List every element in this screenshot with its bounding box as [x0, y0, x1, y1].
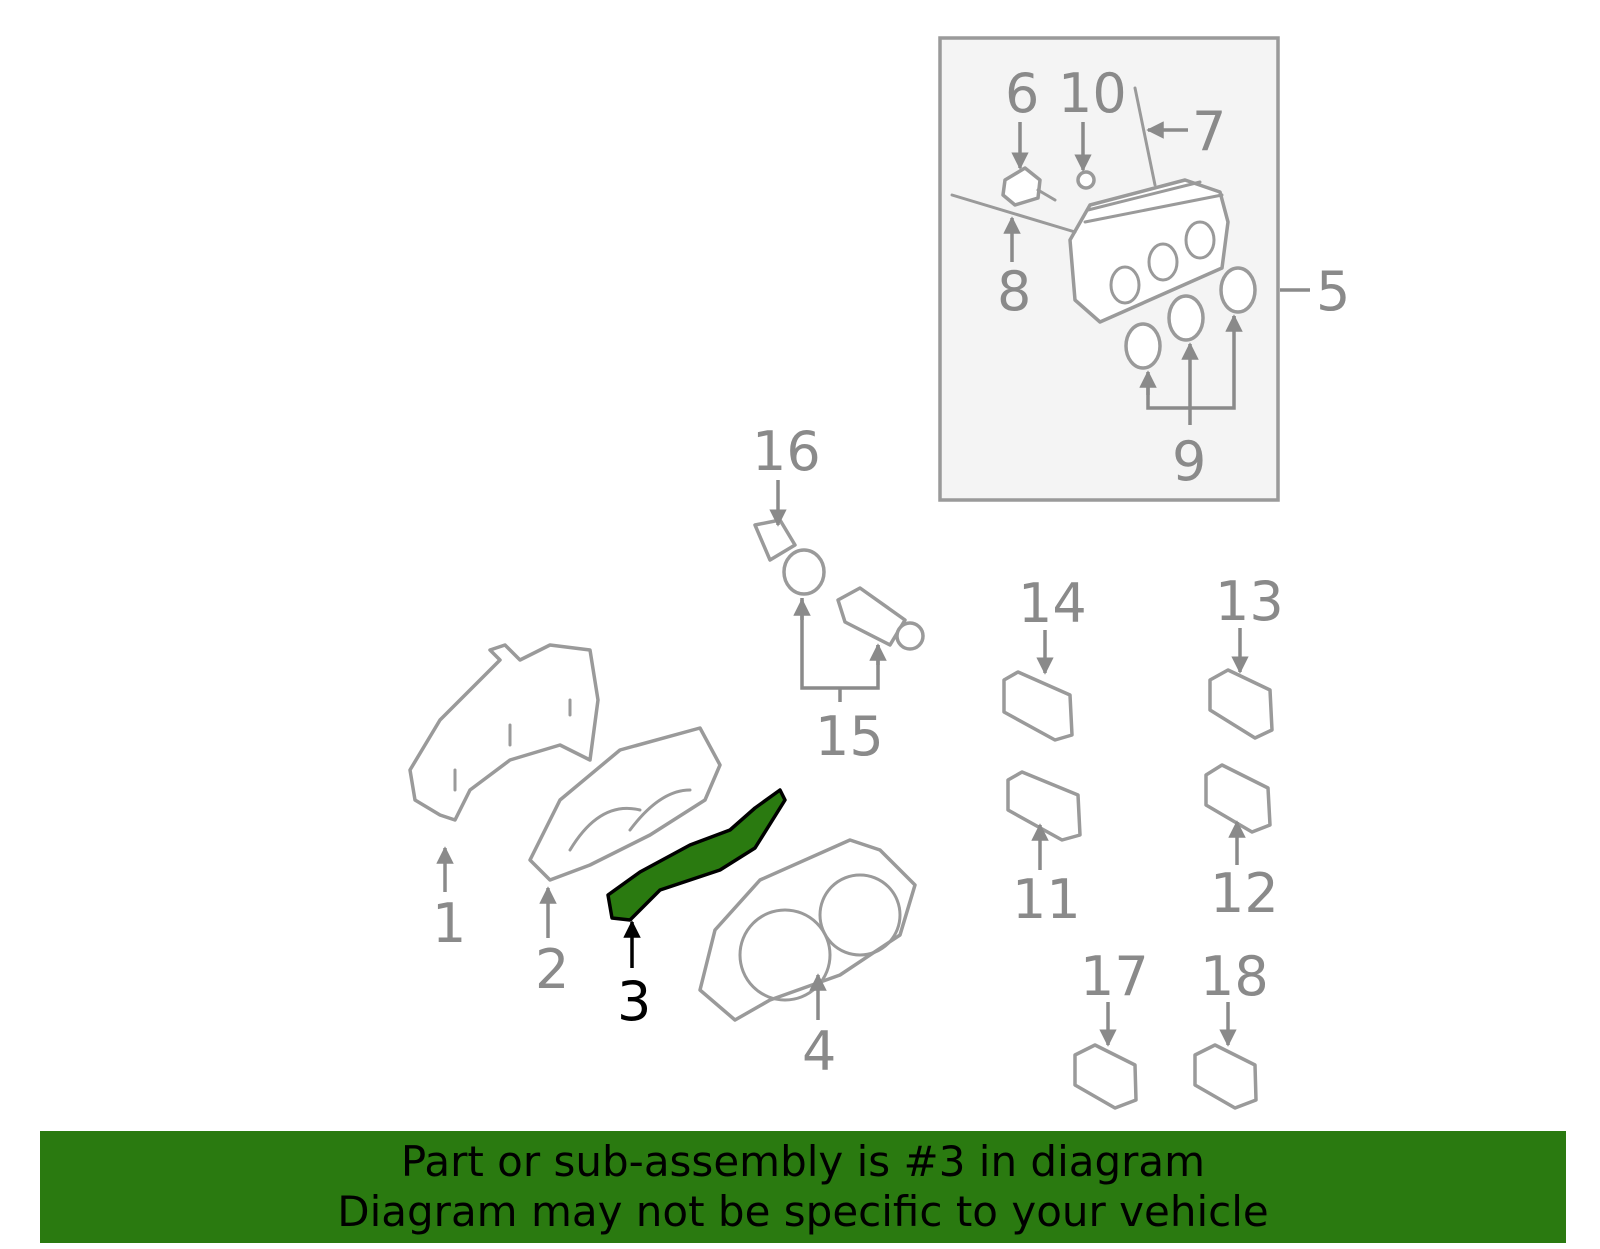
callout-3: 3	[617, 970, 651, 1033]
callout-8: 8	[997, 260, 1031, 323]
callout-4: 4	[802, 1020, 836, 1083]
part-11-switch[interactable]	[1006, 770, 1082, 842]
banner-line-2: Diagram may not be specific to your vehi…	[337, 1187, 1269, 1236]
callout-11: 11	[1012, 868, 1081, 931]
part-9-knobs[interactable]	[1124, 266, 1257, 370]
leader-lines	[436, 121, 1310, 1047]
part-18-switch[interactable]	[1193, 1043, 1258, 1110]
callout-2: 2	[535, 938, 569, 1001]
banner-line-1: Part or sub-assembly is #3 in diagram	[400, 1137, 1206, 1186]
part-13-switch[interactable]	[1208, 668, 1274, 740]
part-3-cluster-lens[interactable]	[606, 788, 787, 922]
callout-18: 18	[1200, 945, 1269, 1008]
part-4-cluster-cover[interactable]	[698, 838, 917, 1022]
part-12-switch[interactable]	[1204, 763, 1272, 834]
callout-9: 9	[1172, 430, 1206, 493]
info-banner: Part or sub-assembly is #3 in diagram Di…	[40, 1131, 1566, 1243]
callout-7: 7	[1192, 100, 1226, 163]
part-2-cluster-backing[interactable]	[528, 726, 722, 882]
part-10-bulb[interactable]	[1076, 170, 1096, 190]
part-15-socket[interactable]	[836, 586, 925, 651]
part-16-socket[interactable]	[753, 518, 826, 596]
part-14-switch[interactable]	[1002, 670, 1074, 742]
callout-6: 6	[1005, 62, 1039, 125]
callout-1: 1	[432, 892, 466, 955]
part-5-climate-control-panel[interactable]	[1068, 178, 1230, 324]
callout-16: 16	[752, 420, 821, 483]
callout-12: 12	[1210, 862, 1279, 925]
part-8-cable[interactable]	[950, 193, 1077, 234]
callout-17: 17	[1080, 945, 1149, 1008]
part-7-cable[interactable]	[1133, 86, 1157, 187]
callout-5: 5	[1316, 260, 1350, 323]
callout-13: 13	[1215, 570, 1284, 633]
callout-14: 14	[1018, 572, 1087, 635]
part-17-switch[interactable]	[1073, 1043, 1138, 1110]
callout-15: 15	[815, 705, 884, 768]
part-1-cluster-housing[interactable]	[408, 643, 600, 822]
callout-10: 10	[1058, 62, 1127, 125]
